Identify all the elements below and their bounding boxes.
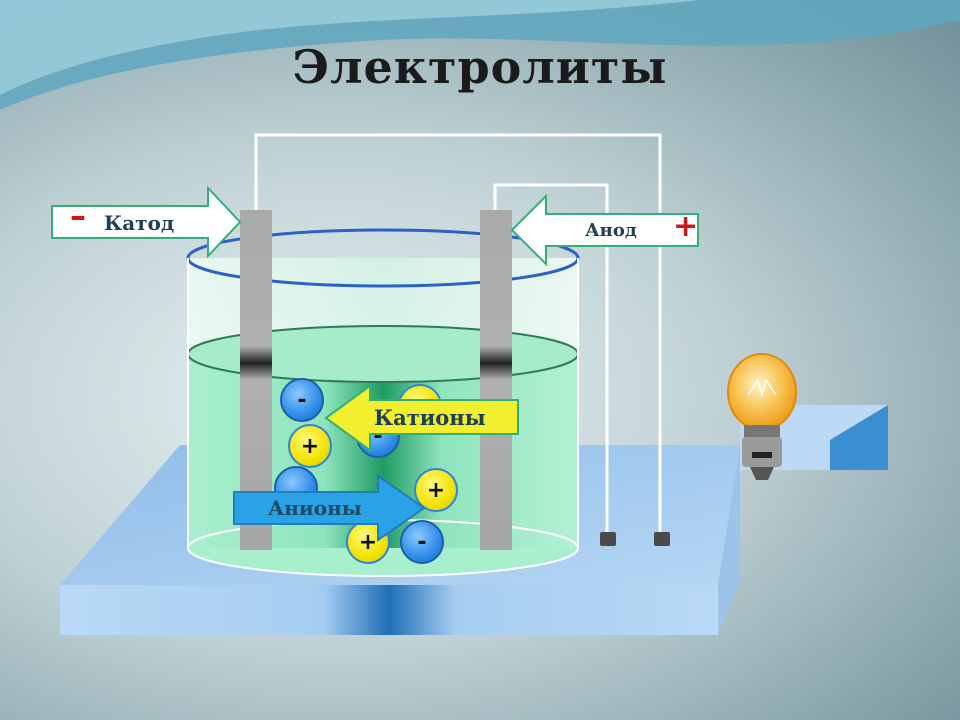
anode-label: Анод — [585, 220, 637, 241]
cathode-sign: – — [70, 197, 86, 235]
anode-arrow — [510, 193, 699, 267]
anions-label: Анионы — [268, 496, 362, 520]
light-bulb-icon — [727, 353, 797, 480]
terminal-right — [654, 532, 670, 546]
anode-electrode — [480, 210, 512, 550]
terminal-left — [600, 532, 616, 546]
ion-anion-1: - — [280, 378, 324, 422]
cathode-arrow — [51, 185, 242, 259]
anode-sign: + — [673, 209, 699, 244]
ion-cation-4: + — [346, 520, 390, 564]
ion-anion-4: - — [400, 520, 444, 564]
ion-cation-2: + — [288, 424, 332, 468]
cathode-label: Катод — [104, 211, 175, 235]
page-title: Электролиты — [292, 40, 668, 94]
cations-label: Катионы — [374, 405, 486, 430]
circuit-wires — [254, 133, 662, 540]
ion-cation-3: + — [414, 468, 458, 512]
decor-wave-light — [0, 0, 700, 95]
